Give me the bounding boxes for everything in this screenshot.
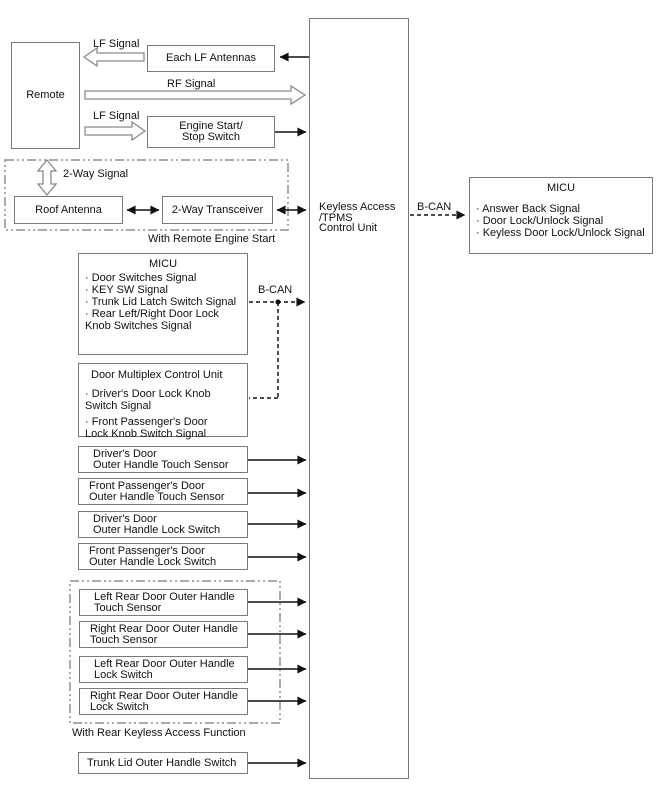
engine-start-line1: Engine Start/ [179,120,243,132]
two-way-signal-arrow [36,158,58,197]
front-pass-touch-line2: Outer Handle Touch Sensor [89,490,225,503]
front-pass-touch-line1: Front Passenger's Door [89,479,205,492]
right-rear-lock-switch-box: Right Rear Door Outer Handle Lock Switch [79,688,248,715]
right-rear-touch-sensor-box: Right Rear Door Outer Handle Touch Senso… [79,621,248,648]
right-rear-touch-line1: Right Rear Door Outer Handle [90,622,238,635]
lf-signal-left-arrow [82,46,145,68]
door-multiplex-g1-line2: Switch Signal [85,400,152,412]
micu-right-line3: · Keyless Door Lock/Unlock Signal [476,227,645,239]
right-rear-lock-line2: Lock Switch [90,700,149,713]
trunk-lid-label: Trunk Lid Outer Handle Switch [87,756,237,769]
front-pass-lock-line1: Front Passenger's Door [89,544,205,557]
roof-antenna-label: Roof Antenna [35,203,102,216]
remote-box: Remote [11,42,80,149]
front-passenger-touch-sensor-box: Front Passenger's Door Outer Handle Touc… [78,478,248,505]
left-rear-lock-line1: Left Rear Door Outer Handle [94,657,235,670]
drivers-door-touch-line2: Outer Handle Touch Sensor [93,458,229,471]
drivers-door-touch-sensor-box: Driver's Door Outer Handle Touch Sensor [78,446,248,473]
b-can-right-label: B-CAN [417,201,452,213]
left-rear-lock-switch-box: Left Rear Door Outer Handle Lock Switch [79,656,248,683]
drivers-door-touch-line1: Driver's Door [93,447,157,460]
drivers-door-lock-switch-box: Driver's Door Outer Handle Lock Switch [78,511,248,538]
with-rear-keyless-label: With Rear Keyless Access Function [72,727,246,739]
door-multiplex-g1-line1: · Driver's Door Lock Knob [85,388,211,400]
micu-left-box: MICU · Door Switches Signal · KEY SW Sig… [78,253,248,355]
lf-signal-bottom-label: LF Signal [93,110,140,122]
control-unit-line1: Keyless Access [319,201,396,213]
right-rear-lock-line1: Right Rear Door Outer Handle [90,689,238,702]
each-lf-antennas-label: Each LF Antennas [166,52,256,64]
keyless-control-unit-label: Keyless Access /TPMS Control Unit [319,202,395,234]
rf-signal-label: RF Signal [167,78,216,90]
micu-left-line3: · Trunk Lid Latch Switch Signal [85,296,237,308]
control-unit-line2: /TPMS [319,211,353,224]
micu-left-line4: · Rear Left/Right Door Lock [85,308,219,320]
right-rear-touch-line2: Touch Sensor [90,633,158,646]
roof-antenna-box: Roof Antenna [14,196,123,224]
lf-signal-right-arrow [84,120,147,142]
drivers-door-lock-line2: Outer Handle Lock Switch [93,523,221,536]
micu-right-title: MICU [546,182,576,194]
front-pass-lock-line2: Outer Handle Lock Switch [89,555,217,568]
micu-right-box: MICU · Answer Back Signal · Door Lock/Un… [469,177,653,254]
left-rear-touch-sensor-box: Left Rear Door Outer Handle Touch Sensor [79,589,248,616]
door-multiplex-box: Door Multiplex Control Unit · Driver's D… [78,363,248,440]
left-rear-touch-line2: Touch Sensor [94,601,162,614]
keyless-control-unit-box: Keyless Access /TPMS Control Unit [309,18,409,779]
door-multiplex-title: Door Multiplex Control Unit [91,369,223,381]
bcan-junction-dot [275,299,281,305]
engine-start-stop-box: Engine Start/ Stop Switch [147,116,275,148]
two-way-signal-label: 2-Way Signal [63,168,129,180]
remote-label: Remote [26,89,65,101]
trunk-lid-switch-box: Trunk Lid Outer Handle Switch [78,752,248,774]
with-remote-engine-start-label: With Remote Engine Start [148,233,276,245]
front-passenger-lock-switch-box: Front Passenger's Door Outer Handle Lock… [78,543,248,570]
left-rear-touch-line1: Left Rear Door Outer Handle [94,590,235,603]
door-multiplex-g2-line2: Lock Knob Switch Signal [85,428,207,440]
drivers-door-lock-line1: Driver's Door [93,512,157,525]
micu-left-line1: · Door Switches Signal [85,272,197,284]
left-rear-lock-line2: Lock Switch [94,668,153,681]
micu-left-title: MICU [148,258,178,270]
micu-left-line5: Knob Switches Signal [85,320,192,332]
door-multiplex-g2-line1: · Front Passenger's Door [85,416,208,428]
lf-signal-top-label: LF Signal [93,38,140,50]
each-lf-antennas-box: Each LF Antennas [147,45,275,72]
two-way-transceiver-label: 2-Way Transceiver [171,203,264,216]
two-way-transceiver-box: 2-Way Transceiver [162,196,273,224]
b-can-left-label: B-CAN [258,284,293,296]
engine-start-line2: Stop Switch [181,131,241,143]
micu-right-line1: · Answer Back Signal [476,203,580,215]
micu-left-line2: · KEY SW Signal [85,284,168,296]
micu-right-line2: · Door Lock/Unlock Signal [476,215,604,227]
control-unit-line3: Control Unit [319,222,378,234]
